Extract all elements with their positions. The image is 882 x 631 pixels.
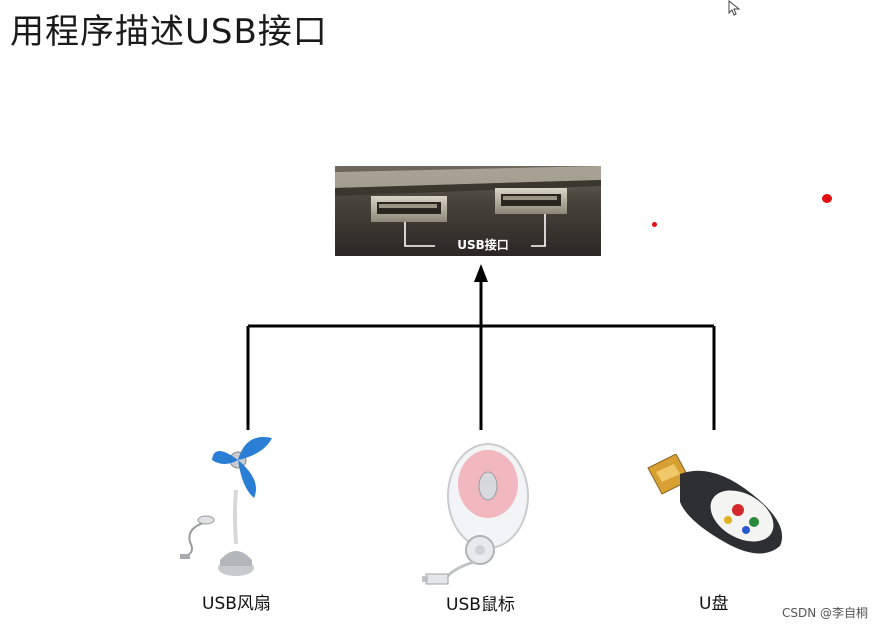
- annotation-dot: [822, 194, 832, 203]
- usb-port-label: USB接口: [457, 238, 509, 252]
- usb-port-photo: [335, 166, 601, 256]
- arrow-head-icon: [474, 264, 488, 282]
- usb-fan-icon: [180, 436, 272, 576]
- usb-fan-label: USB风扇: [202, 594, 271, 614]
- watermark: CSDN @李自桐: [781, 606, 868, 620]
- usb-mouse-icon: [422, 443, 529, 585]
- usb-flash-drive-label: U盘: [699, 594, 729, 614]
- usb-flash-drive-icon: [647, 454, 783, 554]
- mouse-cursor-icon: [728, 0, 741, 16]
- slide-title: 用程序描述USB接口: [10, 12, 328, 52]
- annotation-dot: [652, 222, 657, 227]
- usb-mouse-label: USB鼠标: [446, 595, 515, 615]
